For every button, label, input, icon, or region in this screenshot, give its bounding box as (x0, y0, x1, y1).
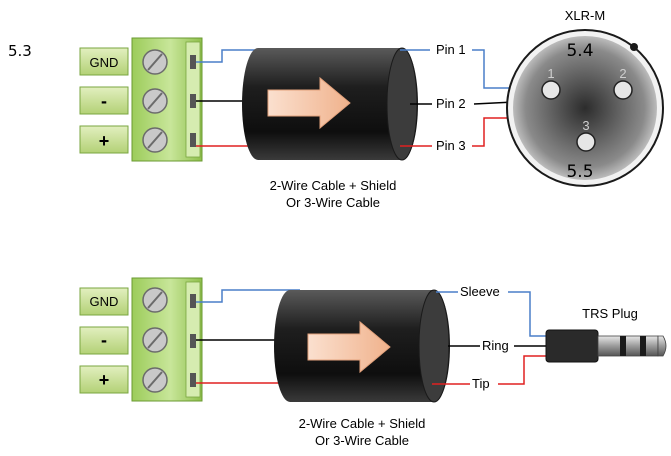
cable-caption-line1: 2-Wire Cable + Shield (270, 178, 397, 193)
wire-label-pin2: Pin 2 (436, 96, 466, 111)
arrow-icon (267, 76, 351, 130)
shield-wire (196, 49, 268, 63)
cable-caption-line1: 2-Wire Cable + Shield (299, 416, 426, 431)
terminal-label-gnd: GND (90, 55, 119, 70)
section-number: 5.3 (8, 42, 32, 60)
trs-wiring: GND - + 2-Wire Cable + Shield Or 3-Wire … (79, 277, 667, 448)
xlr-title: XLR-M (565, 8, 605, 23)
xlr-ref-top: 5.4 (566, 41, 593, 61)
terminal-block (131, 37, 203, 162)
terminal-label-plus: + (99, 370, 110, 390)
wire-label-tip: Tip (472, 376, 490, 391)
xlr-wiring: GND - + 2-Wire Cable + Shield Or 3-Wire … (79, 8, 664, 210)
xlr-connector (506, 29, 664, 187)
terminal-block (131, 277, 203, 402)
pin-number-1: 1 (547, 66, 554, 81)
terminal-label-minus: - (101, 330, 107, 350)
pin-number-2: 2 (619, 66, 626, 81)
cable (274, 289, 450, 403)
trs-plug (545, 329, 667, 363)
pin-number-3: 3 (582, 118, 589, 133)
wire-label-sleeve: Sleeve (460, 284, 500, 299)
trs-title: TRS Plug (582, 306, 638, 321)
terminal-label-minus: - (101, 91, 107, 111)
wire-label-pin1: Pin 1 (436, 42, 466, 57)
wire-label-pin3: Pin 3 (436, 138, 466, 153)
terminal-label-plus: + (99, 131, 110, 151)
arrow-icon (307, 320, 391, 374)
cable-caption-line2: Or 3-Wire Cable (315, 433, 409, 448)
terminal-label-gnd: GND (90, 294, 119, 309)
cable (242, 47, 418, 161)
wire-label-ring: Ring (482, 338, 509, 353)
shield-wire (196, 289, 300, 303)
cable-caption-line2: Or 3-Wire Cable (286, 195, 380, 210)
xlr-ref-bottom: 5.5 (566, 162, 593, 182)
